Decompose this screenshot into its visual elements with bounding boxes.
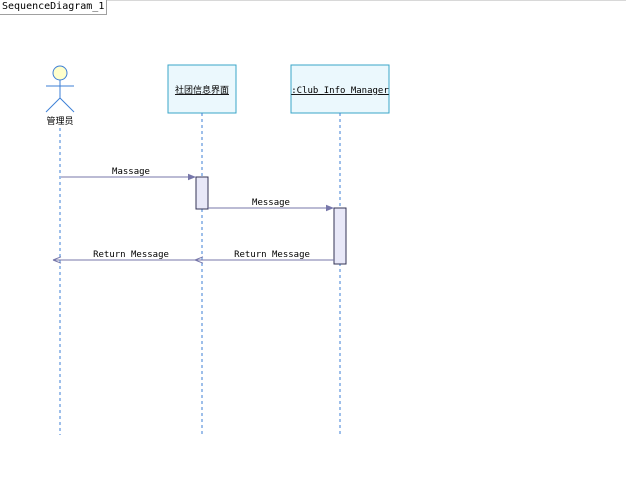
canvas-top-border [0,0,626,1]
message-1[interactable]: Massage [61,167,196,181]
actor-label: 管理员 [46,115,73,127]
message-label: Message [252,198,290,208]
actor-head [52,65,68,81]
return-message-1[interactable]: Return Message [194,250,334,264]
activation-bar-club-info-ui[interactable] [195,176,209,210]
object-box [167,64,237,114]
actor-left-leg [45,97,61,113]
object-club-info-manager[interactable]: :Club_Info_Manager [290,64,390,114]
actor-right-leg [59,97,75,113]
diagram-title-tab: SequenceDiagram_1 [0,0,108,15]
activation-bar-club-info-manager[interactable] [333,207,347,265]
object-label: :Club_Info_Manager [291,86,389,96]
actor-admin[interactable]: 管理员 [45,65,75,127]
object-club-info-ui[interactable]: 社团信息界面 [167,64,237,114]
object-label: 社团信息界面 [175,84,229,96]
return-message-2[interactable]: Return Message [52,250,201,264]
message-2[interactable]: Message [208,198,334,212]
message-label: Massage [112,167,150,177]
message-label: Return Message [234,250,310,260]
message-label: Return Message [93,250,169,260]
